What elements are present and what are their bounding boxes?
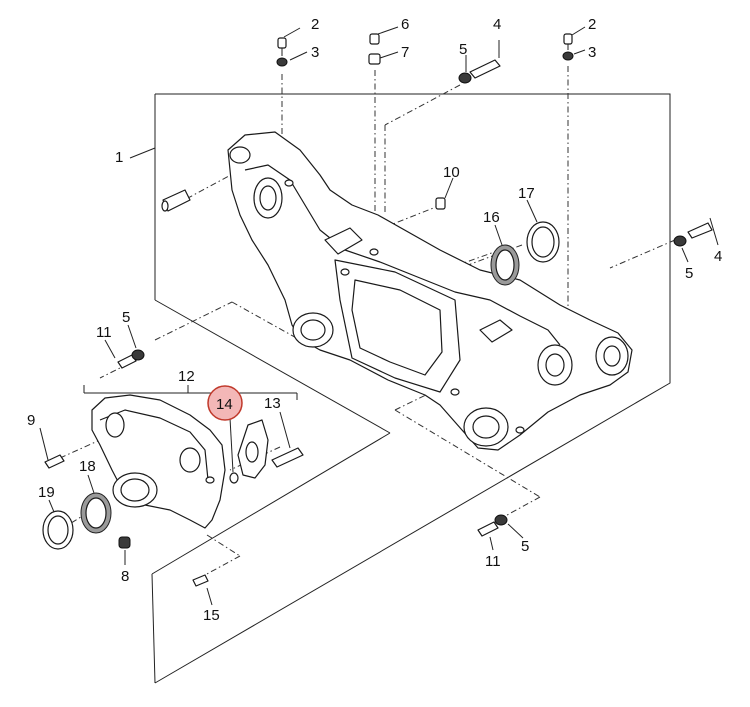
- callout-5-top: 5: [459, 41, 467, 58]
- callout-12: 12: [178, 368, 195, 385]
- callout-18: 18: [79, 458, 96, 475]
- callout-11-left: 11: [96, 324, 112, 341]
- subframe-part-1: [227, 131, 633, 451]
- callout-2-left: 2: [311, 16, 319, 33]
- callout-16: 16: [483, 209, 500, 226]
- callout-3-right: 3: [588, 44, 596, 61]
- callout-11-bottom: 11: [485, 553, 501, 570]
- callout-labels: 1 2 3 6 7 4 5 2 3 10 16 17 4 5 11 5 12 1…: [27, 16, 722, 624]
- callout-4-right: 4: [714, 248, 722, 265]
- bearing-cap-part-13: [237, 419, 269, 479]
- callout-7: 7: [401, 44, 409, 61]
- callout-9: 9: [27, 412, 35, 429]
- rear-cover-part-12: [91, 394, 226, 529]
- callout-6: 6: [401, 16, 409, 33]
- locating-pin: [161, 189, 191, 212]
- callout-15: 15: [203, 607, 220, 624]
- callout-5-bottom: 5: [521, 538, 529, 555]
- callout-14: 14: [216, 396, 233, 413]
- callout-2-right: 2: [588, 16, 596, 33]
- callout-19: 19: [38, 484, 55, 501]
- highlight-marker: [207, 385, 243, 421]
- callout-8: 8: [121, 568, 129, 585]
- callout-13: 13: [264, 395, 281, 412]
- callout-5-right: 5: [685, 265, 693, 282]
- callout-5-left: 5: [122, 309, 130, 326]
- leader-lines: [39, 26, 719, 606]
- seal-rings: [42, 221, 560, 550]
- callout-17: 17: [518, 185, 535, 202]
- fasteners: [44, 33, 713, 587]
- callout-4-top: 4: [493, 16, 501, 33]
- callout-3-left: 3: [311, 44, 319, 61]
- assembly-frame: [151, 93, 671, 684]
- callout-10: 10: [443, 164, 460, 181]
- callout-1: 1: [115, 149, 123, 166]
